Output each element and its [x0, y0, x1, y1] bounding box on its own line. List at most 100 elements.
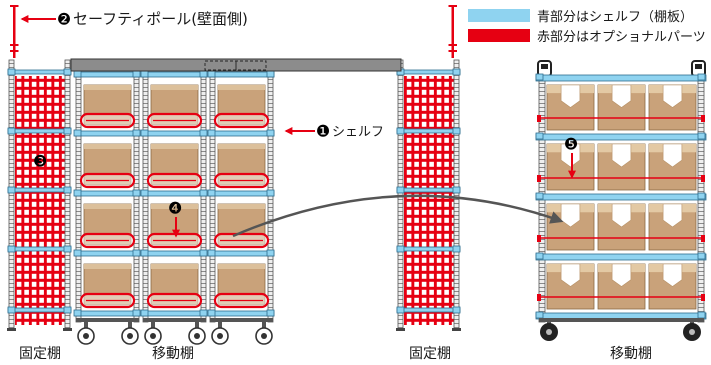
- legend-swatch-blue: [468, 9, 530, 22]
- unit-base: [143, 318, 206, 322]
- shelf-clip: [396, 306, 405, 314]
- caster-stem: [128, 322, 132, 328]
- caption-moving-right: 移動棚: [610, 346, 652, 362]
- box-tape: [560, 143, 581, 168]
- shelf-clip: [207, 70, 216, 78]
- box-tape: [662, 263, 683, 287]
- shelf-board: [7, 187, 72, 193]
- box-tape: [662, 84, 683, 108]
- shelf-clip: [63, 127, 72, 135]
- cardboard-box: [150, 203, 199, 246]
- caster-stem: [218, 322, 222, 328]
- optional-guard-end: [701, 294, 705, 301]
- shelf-board: [74, 130, 141, 137]
- shelf-clip: [535, 252, 544, 260]
- shelf-clip: [266, 70, 275, 78]
- shelf-board: [396, 246, 461, 252]
- shelf-clip: [140, 70, 149, 78]
- cardboard-box: [217, 263, 266, 306]
- caster-stem: [151, 322, 155, 328]
- guard-part-number: ❹: [168, 199, 182, 218]
- cardboard-box: [150, 84, 199, 126]
- cardboard-box: [217, 143, 266, 186]
- shelf-board: [74, 190, 141, 197]
- caster-hub: [194, 333, 200, 339]
- shelf-clip: [7, 68, 16, 76]
- shelf-clip: [266, 189, 275, 197]
- shelf-board: [141, 310, 208, 317]
- legend: 青部分はシェルフ（棚板） 赤部分はオプショナルパーツ: [468, 9, 706, 45]
- shelf-board: [208, 130, 275, 137]
- shelf-board: [141, 130, 208, 137]
- shelf-board: [396, 307, 461, 313]
- safety-pole-label: セーフティポール(壁面側): [73, 10, 248, 28]
- shelf-clip: [7, 186, 16, 194]
- fixed-shelf-left: [7, 59, 72, 331]
- caster-stem: [195, 322, 199, 328]
- moving-shelf-unit-3: [207, 69, 275, 345]
- cardboard-box: [150, 143, 199, 186]
- optional-guard-end: [701, 175, 705, 182]
- shelf-clip: [132, 249, 141, 257]
- shelf-clip: [140, 309, 149, 317]
- shelf-board: [141, 250, 208, 257]
- optional-guard-end: [701, 115, 705, 122]
- box-flap: [151, 204, 198, 209]
- shelf-board: [396, 128, 461, 134]
- pole-cap: [448, 5, 457, 7]
- shelf-clip: [535, 192, 544, 200]
- caster-hub: [150, 333, 156, 339]
- cardboard-box: [83, 84, 132, 126]
- shelf-clip: [73, 309, 82, 317]
- legend-swatch-red: [468, 29, 530, 42]
- legend-label-shelf: 青部分はシェルフ（棚板）: [537, 10, 693, 25]
- shelf-clip: [199, 189, 208, 197]
- shelf-clip: [140, 249, 149, 257]
- caption-moving-center: 移動棚: [152, 346, 194, 362]
- shelf-foot: [7, 328, 16, 331]
- box-flap: [84, 144, 131, 149]
- shelf-board: [535, 253, 707, 261]
- shelf-board: [141, 71, 208, 78]
- pole-shaft: [13, 6, 16, 58]
- shelf-board: [208, 250, 275, 257]
- moving-shelf-unit-2: [140, 69, 208, 345]
- shelf-clip: [199, 129, 208, 137]
- shelf-board: [74, 310, 141, 317]
- shelf-clip: [452, 127, 461, 135]
- pole-bracket: [10, 44, 19, 46]
- shelf-clip: [73, 70, 82, 78]
- detail-pointer-arrow: [232, 194, 564, 238]
- mesh-panel: [15, 76, 65, 325]
- box-flap: [84, 264, 131, 269]
- shelf-board: [141, 190, 208, 197]
- shelf-board: [74, 250, 141, 257]
- cardboard-box: [83, 263, 132, 306]
- shelf-clip: [452, 186, 461, 194]
- top-rail: [70, 58, 402, 72]
- box-flap: [218, 264, 265, 269]
- shelf-clip: [266, 249, 275, 257]
- cardboard-box: [83, 203, 132, 246]
- box-flap: [218, 85, 265, 90]
- shelf-clip: [7, 306, 16, 314]
- shelf-foot: [63, 328, 72, 331]
- box-flap: [151, 85, 198, 90]
- shelf-clip: [140, 129, 149, 137]
- caption-fixed-left: 固定棚: [19, 346, 61, 362]
- shelf-board: [535, 193, 707, 201]
- shelf-board: [7, 246, 72, 252]
- unit-base: [210, 318, 273, 322]
- cardboard-box: [217, 203, 266, 246]
- shelf-clip: [396, 186, 405, 194]
- shelf-board: [74, 71, 141, 78]
- shelf-clip: [199, 70, 208, 78]
- shelf-clip: [452, 306, 461, 314]
- safety-pole-right: [448, 5, 457, 58]
- shelf-clip: [396, 127, 405, 135]
- optional-guard-end: [537, 175, 541, 182]
- safety-pole-number: ❷: [57, 10, 71, 29]
- cardboard-box: [83, 143, 132, 186]
- caster-hub: [546, 329, 552, 335]
